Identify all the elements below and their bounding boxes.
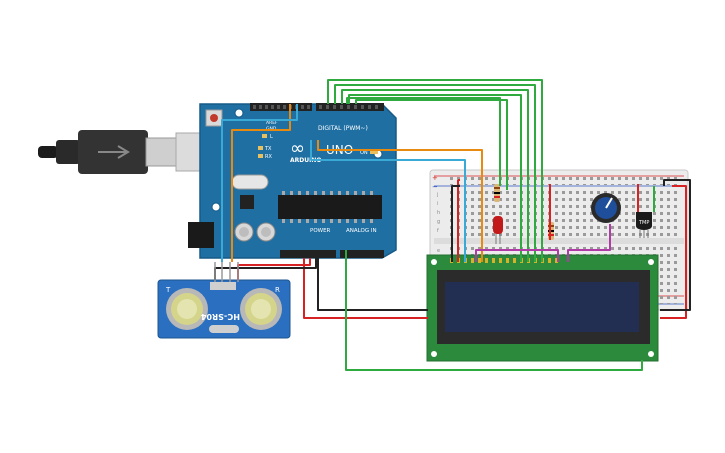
wire-black-3 xyxy=(660,179,691,311)
resistor-1 xyxy=(494,184,500,202)
wire-green-5 xyxy=(355,99,508,190)
reset-button[interactable] xyxy=(210,114,218,122)
sensor-model-label: HC-SR04 xyxy=(200,312,240,321)
arduino-board: DIGITAL (PWM~) AREF GND TX RX L ON ∞ ARD… xyxy=(188,103,397,259)
wire-black-4 xyxy=(451,185,460,262)
row-h: h xyxy=(437,210,440,216)
on-label: ON xyxy=(360,150,368,156)
lcd-screen xyxy=(445,282,639,332)
rail-minus-label: − xyxy=(432,183,438,191)
ultrasonic-sensor: T R HC-SR04 xyxy=(157,279,291,339)
lcd-display xyxy=(426,254,659,362)
wire-purple-1 xyxy=(475,249,559,262)
aref-label: AREF xyxy=(266,120,278,126)
rail-plus-label: + xyxy=(432,174,438,182)
wire-green-4 xyxy=(348,94,522,262)
wire-black-1 xyxy=(317,258,428,311)
temp-sensor: TMP xyxy=(636,212,652,238)
wire-red-2 xyxy=(303,258,428,319)
sensor-pins xyxy=(214,262,239,282)
tx-label: TX xyxy=(264,146,272,152)
wire-green-2 xyxy=(334,84,536,262)
wire-green-1 xyxy=(327,79,543,262)
wire-red-6 xyxy=(660,185,687,319)
rx-label: RX xyxy=(265,154,272,160)
l-label: L xyxy=(270,134,273,140)
row-g: g xyxy=(437,219,440,225)
row-i: i xyxy=(437,201,438,207)
row-f: f xyxy=(437,228,439,234)
wire-purple-2 xyxy=(567,224,611,262)
wire-red-3 xyxy=(457,179,460,262)
arduino-logo-icon: ∞ xyxy=(290,138,305,159)
wire-orange-1 xyxy=(231,104,291,262)
wire-green-analog xyxy=(345,250,643,371)
wires xyxy=(214,79,691,371)
power-label: POWER xyxy=(310,228,331,234)
sensor-r-label: R xyxy=(275,286,280,294)
brand-label: ARDUINO xyxy=(290,157,321,164)
red-led xyxy=(493,216,503,244)
wire-green-6 xyxy=(346,97,501,186)
usb-icon xyxy=(98,145,130,159)
wire-blue-2 xyxy=(310,140,466,262)
wire-green-3 xyxy=(341,89,529,262)
tmp-label: TMP xyxy=(638,220,649,226)
analog-label: ANALOG IN xyxy=(346,228,377,234)
row-j: j xyxy=(436,192,438,198)
usb-cable xyxy=(38,130,211,174)
sensor-t-label: T xyxy=(165,286,171,294)
potentiometer[interactable] xyxy=(591,193,621,223)
row-e: e xyxy=(437,248,440,254)
digital-label: DIGITAL (PWM~) xyxy=(318,125,368,132)
wire-blue-1 xyxy=(221,104,298,262)
wire-orange-2 xyxy=(317,140,483,262)
